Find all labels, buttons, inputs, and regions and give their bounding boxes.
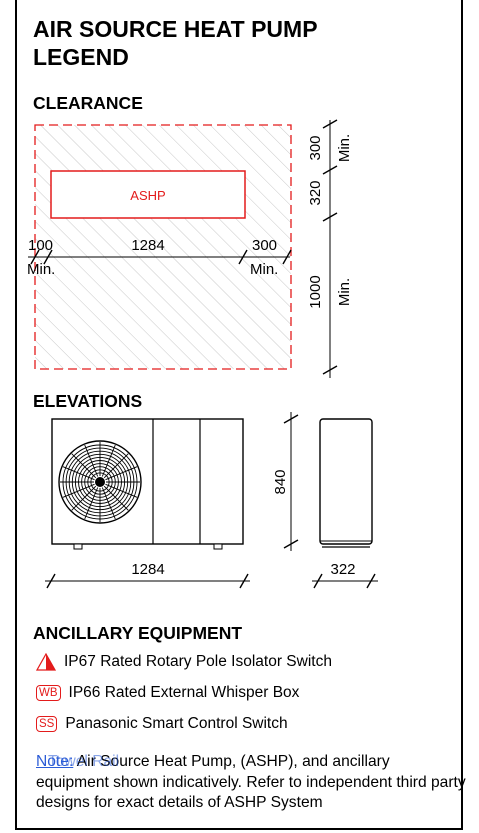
smart-control-tag-icon: SS bbox=[36, 716, 58, 732]
height-ticks bbox=[283, 414, 299, 549]
front-width-value: 1284 bbox=[131, 561, 164, 578]
side-elevation bbox=[319, 418, 373, 548]
tick-marks-v bbox=[322, 119, 338, 375]
ashp-label: ASHP bbox=[130, 188, 165, 203]
depth-value: 322 bbox=[330, 561, 355, 578]
right-clearance-value: 300 bbox=[252, 237, 277, 254]
fan-spoke bbox=[105, 466, 138, 481]
fan-hub bbox=[95, 477, 105, 487]
rear-clearance-value: 300 bbox=[307, 135, 324, 160]
unit-depth-value: 320 bbox=[307, 180, 324, 205]
disclaimer-note: Note: Air Source Heat Pump, (ASHP), and … bbox=[36, 752, 466, 814]
front-width-ticks bbox=[46, 573, 249, 589]
fan-spoke bbox=[101, 487, 116, 520]
height-value: 840 bbox=[272, 469, 289, 494]
legend-item-smart-control: SS Panasonic Smart Control Switch bbox=[36, 713, 288, 735]
fan-spoke bbox=[103, 485, 129, 511]
tick-marks-h bbox=[30, 249, 292, 265]
fan-spoke bbox=[71, 485, 97, 511]
fan-spoke bbox=[103, 453, 129, 479]
clearance-heading: CLEARANCE bbox=[33, 93, 143, 113]
elevations-diagram: 1284 840 322 bbox=[45, 412, 378, 589]
legend-item-whisper-box: WB IP66 Rated External Whisper Box bbox=[36, 682, 299, 704]
frame-left-border bbox=[15, 0, 17, 829]
front-clearance-value: 1000 bbox=[307, 275, 324, 308]
left-clearance-min: Min. bbox=[27, 261, 55, 278]
ancillary-heading: ANCILLARY EQUIPMENT bbox=[33, 623, 243, 643]
clearance-diagram: ASHP 100 Min. 1284 300 Min. 300 Min. 320… bbox=[27, 119, 353, 378]
fan-spoke bbox=[101, 444, 116, 477]
fan-spoke bbox=[62, 483, 95, 498]
fan-spoke bbox=[105, 483, 138, 498]
ashp-footprint bbox=[50, 170, 246, 219]
fan-grille-icon bbox=[58, 440, 142, 524]
legend-title: AIR SOURCE HEAT PUMP LEGEND bbox=[33, 15, 318, 71]
legend-item-isolator: IP67 Rated Rotary Pole Isolator Switch bbox=[36, 651, 332, 673]
rear-clearance-min: Min. bbox=[336, 134, 353, 162]
fan-spoke bbox=[62, 466, 95, 481]
fan-spoke bbox=[71, 453, 97, 479]
fan-spoke bbox=[84, 444, 99, 477]
fan-spoke bbox=[84, 487, 99, 520]
legend-item-label: IP67 Rated Rotary Pole Isolator Switch bbox=[64, 653, 332, 670]
legend-item-label: Panasonic Smart Control Switch bbox=[65, 715, 288, 732]
whisper-box-tag-icon: WB bbox=[36, 685, 61, 701]
note-label: Note: bbox=[36, 753, 74, 770]
frame-right-border bbox=[461, 0, 463, 829]
depth-ticks bbox=[313, 573, 376, 589]
left-clearance-value: 100 bbox=[28, 237, 53, 254]
isolator-triangle-icon bbox=[36, 653, 56, 671]
front-clearance-min: Min. bbox=[336, 278, 353, 306]
unit-width-value: 1284 bbox=[131, 237, 164, 254]
right-clearance-min: Min. bbox=[250, 261, 278, 278]
legend-item-label: IP66 Rated External Whisper Box bbox=[68, 684, 300, 701]
title-line: AIR SOURCE HEAT PUMP LEGEND bbox=[33, 16, 318, 70]
clearance-zone bbox=[34, 124, 292, 370]
elevations-heading: ELEVATIONS bbox=[33, 391, 143, 411]
note-text: Air Source Heat Pump, (ASHP), and ancill… bbox=[36, 753, 466, 811]
frame-bottom-border bbox=[15, 828, 463, 830]
